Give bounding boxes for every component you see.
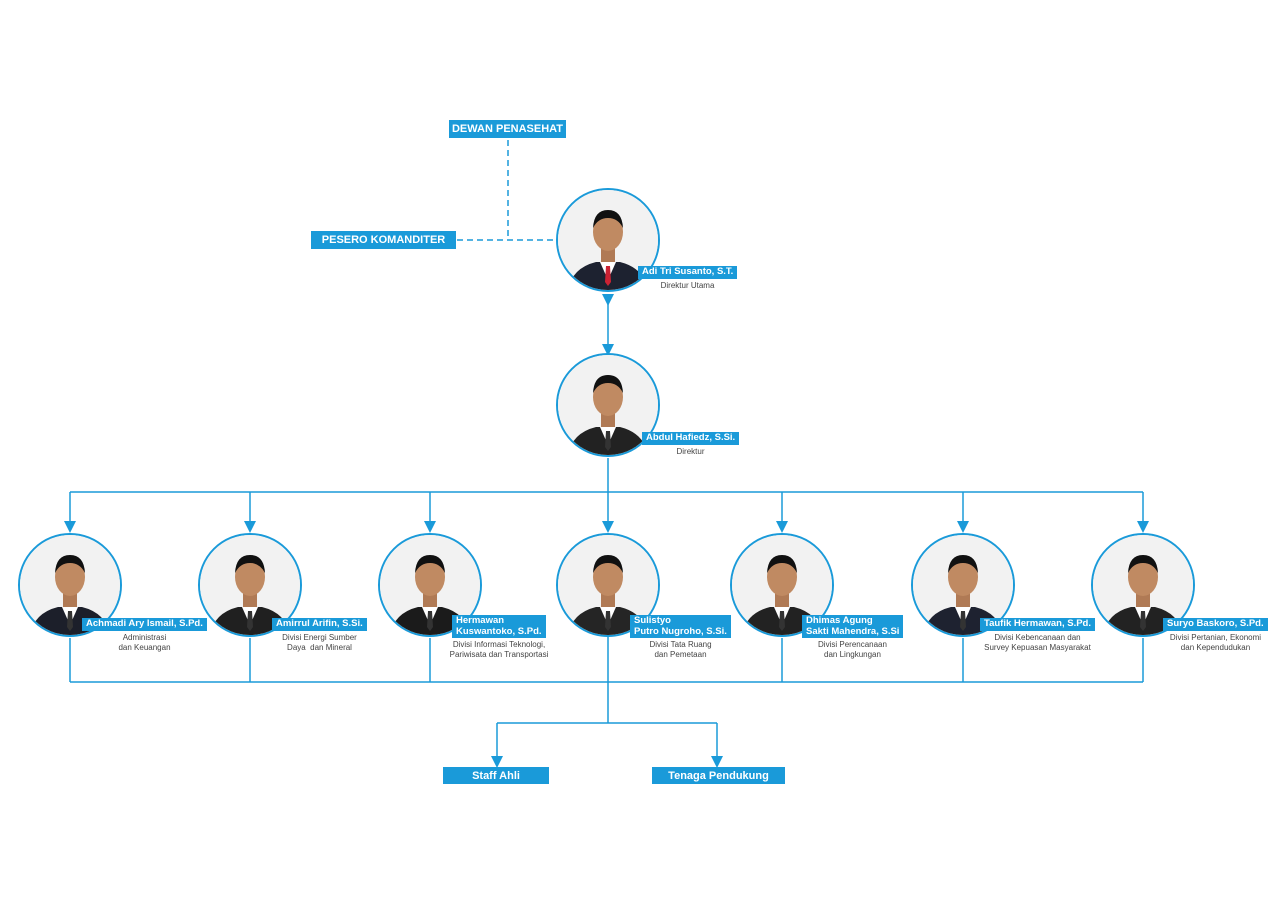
person-avatar-icon — [1093, 535, 1193, 635]
person-role-label: Divisi Informasi Teknologi, Pariwisata d… — [449, 640, 549, 659]
person-role-label: Divisi Pertanian, Ekonomi dan Kependuduk… — [1169, 633, 1262, 652]
person-role-label: Direktur — [676, 447, 705, 456]
tenaga-pendukung-box: Tenaga Pendukung — [652, 767, 785, 784]
person-avatar-icon — [20, 535, 120, 635]
person-name-label: Hermawan Kuswantoko, S.Pd. — [452, 615, 546, 638]
person-name-label: Adi Tri Susanto, S.T. — [638, 266, 738, 279]
person-photo — [556, 533, 660, 637]
person-name-label: Suryo Baskoro, S.Pd. — [1163, 618, 1268, 631]
limited-partners-box: PESERO KOMANDITER — [311, 231, 456, 249]
person-photo — [1091, 533, 1195, 637]
person-name-label: Sulistyo Putro Nugroho, S.Si. — [630, 615, 731, 638]
person-name-label: Abdul Hafiedz, S.Si. — [642, 432, 740, 445]
person-role-label: Divisi Tata Ruang dan Pemetaan — [649, 640, 712, 659]
person-avatar-icon — [558, 355, 658, 455]
person-role-label: Divisi Energi Sumber Daya dan Mineral — [282, 633, 357, 652]
person-name-label: Taufik Hermawan, S.Pd. — [980, 618, 1095, 631]
person-name-label: Amirrul Arifin, S.Si. — [272, 618, 367, 631]
person-avatar-icon — [558, 535, 658, 635]
person-role-label: Divisi Kebencanaan dan Survey Kepuasan M… — [984, 633, 1091, 652]
person-role-label: Divisi Perencanaan dan Lingkungan — [818, 640, 887, 659]
person-role-label: Direktur Utama — [660, 281, 715, 290]
advisory-board-box: DEWAN PENASEHAT — [449, 120, 566, 138]
staff-ahli-box: Staff Ahli — [443, 767, 549, 784]
person-role-label: Administrasi dan Keuangan — [118, 633, 171, 652]
person-name-label: Dhimas Agung Sakti Mahendra, S.Si — [802, 615, 904, 638]
person-name-label: Achmadi Ary Ismail, S.Pd. — [82, 618, 207, 631]
